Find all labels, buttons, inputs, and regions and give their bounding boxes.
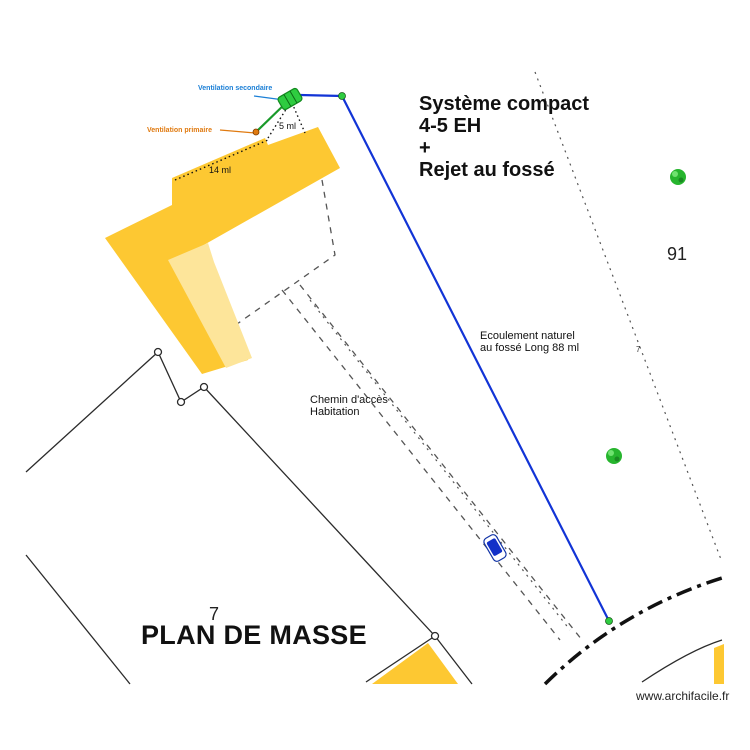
parcel-boundary-lower [25, 554, 131, 685]
system-title: Système compact 4-5 EH + Rejet au fossé [419, 93, 589, 181]
credit-url: www.archifacile.fr [636, 689, 730, 703]
parcel-boundary-bottom [365, 635, 436, 683]
parcel-node [430, 631, 440, 641]
ventilation-primary-label: Ventilation primaire [147, 127, 212, 134]
dimension-5-ml: 5 ml [279, 121, 297, 131]
access-path-line-1 [281, 289, 561, 641]
house-terrace [168, 243, 252, 368]
dashed-lines [219, 179, 583, 641]
ventilation-primary-leader [219, 129, 256, 134]
access-path-label: Chemin d'accès Habitation [310, 394, 388, 418]
system-title-line4: Rejet au fossé [419, 159, 555, 181]
dim-14-ml [174, 139, 269, 181]
building-footprint-dashed [219, 179, 336, 337]
flow-label: Ecoulement naturel au fossé Long 88 ml [480, 330, 579, 354]
parcel-number-7: 7 [209, 604, 220, 624]
tank-body [277, 87, 303, 111]
ventilation-secondary-label: Ventilation secondaire [198, 85, 273, 92]
tank-divider [289, 90, 298, 104]
measurement-lines [174, 102, 306, 181]
dotted-lines [309, 71, 723, 631]
ventilation-primary-point [252, 128, 260, 136]
tree-icon [670, 169, 686, 185]
access-path-centre [309, 299, 571, 631]
system-title-line1: Système compact [419, 93, 590, 115]
parcel-boundary-curve [641, 639, 723, 683]
tree-icon [606, 448, 622, 464]
parcel-boundary-left [25, 350, 473, 685]
access-path-label-line1: Chemin d'accès [310, 394, 388, 406]
flow-label-line2: au fossé Long 88 ml [480, 342, 580, 354]
plan-title: PLAN DE MASSE [141, 620, 367, 650]
tank-divider [283, 94, 292, 107]
parcel-node [176, 397, 186, 407]
outflow-node-top [338, 92, 346, 100]
access-path-line-2 [299, 284, 583, 641]
access-path-label-line2: Habitation [310, 406, 360, 418]
house-footprint [105, 127, 340, 374]
dim-5-ml-b [291, 102, 306, 134]
neighbor-building-right [714, 644, 724, 684]
outflow-node-bottom [605, 617, 613, 625]
system-title-line2: 4-5 EH [419, 115, 482, 137]
road-edge [543, 576, 723, 686]
parcel-node [199, 382, 209, 392]
flow-label-line1: Ecoulement naturel [480, 330, 575, 342]
parcel-node [153, 347, 163, 357]
neighbor-building-bottom [372, 643, 458, 684]
car-icon [483, 534, 507, 562]
compact-system-tank [277, 87, 303, 111]
parcel-number-small-7: 7 [636, 345, 641, 354]
parcel-boundaries [25, 350, 723, 685]
dimension-14-ml: 14 ml [209, 165, 232, 175]
parcel-nodes [153, 347, 440, 641]
parcel-number-91: 91 [667, 244, 688, 264]
main-house [105, 127, 340, 374]
system-title-line3: + [419, 137, 431, 159]
